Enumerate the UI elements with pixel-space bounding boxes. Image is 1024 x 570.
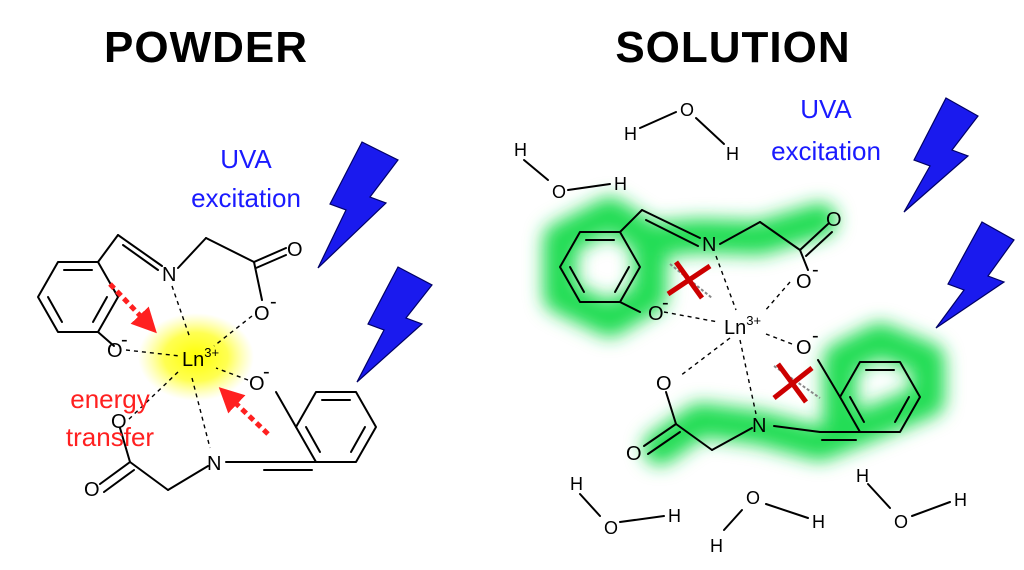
minus-charge: - — [270, 291, 277, 313]
nitrogen-atom: N — [752, 415, 766, 437]
svg-text:H: H — [710, 536, 723, 556]
svg-text:O: O — [604, 518, 618, 538]
lightning-bolt-icon — [356, 266, 433, 383]
oxygen-atom: O — [254, 303, 270, 325]
lightning-bolt-icon — [903, 97, 979, 213]
water-molecule: H O H — [710, 488, 825, 556]
svg-text:H: H — [726, 144, 739, 164]
energy-transfer-arrow — [108, 282, 157, 334]
svg-text:H: H — [514, 140, 527, 160]
svg-text:O: O — [552, 182, 566, 202]
oxygen-atom: O — [287, 239, 303, 261]
svg-text:H: H — [614, 174, 627, 194]
powder-panel: UVA excitation N O O - — [37, 141, 433, 501]
oxygen-atom: O — [626, 443, 642, 465]
oxygen-atom: O — [796, 337, 812, 359]
oxygen-atom: O — [826, 209, 842, 231]
water-molecule: H O H — [624, 100, 739, 164]
svg-text:O: O — [894, 512, 908, 532]
ligand-top-left — [37, 234, 287, 347]
ligand-glow — [543, 197, 945, 465]
nitrogen-atom: N — [162, 264, 176, 286]
ligand-bottom-right — [99, 391, 377, 493]
solution-title: SOLUTION — [615, 23, 850, 72]
solution-panel: UVA excitation N O O - — [514, 94, 1015, 556]
svg-text:H: H — [856, 466, 869, 486]
oxygen-atom: O — [656, 373, 672, 395]
powder-uva-label: UVA — [220, 144, 272, 174]
oxygen-atom: O — [84, 479, 100, 501]
oxygen-atom: O — [111, 411, 127, 433]
energy-transfer-arrow — [218, 387, 270, 436]
water-molecule: H O H — [856, 466, 967, 532]
lightning-bolt-icon — [317, 141, 399, 269]
blocked-transfer-icon — [666, 260, 713, 300]
minus-charge: - — [263, 361, 270, 383]
water-molecule: H O H — [514, 140, 627, 202]
blocked-transfer-icon — [772, 362, 821, 404]
oxygen-atom: O — [107, 340, 123, 362]
svg-text:H: H — [570, 474, 583, 494]
water-molecule: H O H — [570, 474, 681, 538]
metal-glow — [138, 313, 254, 401]
svg-text:O: O — [680, 100, 694, 120]
transfer-label: transfer — [66, 422, 154, 452]
nitrogen-atom: N — [702, 234, 716, 256]
svg-text:H: H — [954, 490, 967, 510]
svg-text:O: O — [746, 488, 760, 508]
ligand-top — [559, 209, 833, 313]
minus-charge: - — [812, 325, 819, 347]
oxygen-atom: O — [648, 303, 664, 325]
lanthanide-ion: Ln3+ — [724, 313, 761, 339]
svg-text:H: H — [624, 124, 637, 144]
minus-charge: - — [121, 329, 128, 351]
powder-uva-excitation-label: excitation — [191, 183, 301, 213]
powder-title: POWDER — [104, 23, 308, 72]
minus-charge: - — [662, 292, 669, 314]
solution-uva-label: UVA — [800, 94, 852, 124]
ligand-bottom — [643, 359, 921, 455]
lanthanide-ion: Ln3+ — [182, 345, 219, 371]
nitrogen-atom: N — [207, 453, 221, 475]
minus-charge: - — [812, 259, 819, 281]
oxygen-atom: O — [796, 271, 812, 293]
svg-text:H: H — [812, 512, 825, 532]
svg-text:H: H — [668, 506, 681, 526]
lightning-bolt-icon — [935, 221, 1015, 329]
energy-label: energy — [70, 384, 150, 414]
solution-uva-excitation-label: excitation — [771, 136, 881, 166]
oxygen-atom: O — [249, 373, 265, 395]
